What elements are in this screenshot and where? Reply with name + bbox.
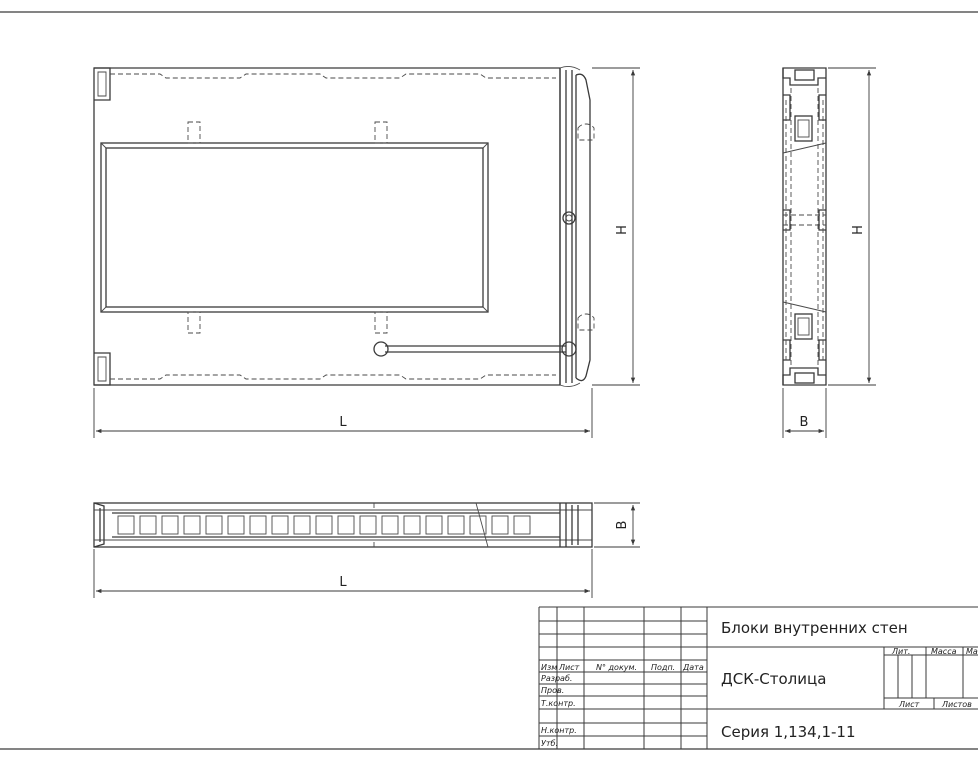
header-col-doc: N° докум.	[596, 663, 637, 672]
plan-view: B L	[93, 502, 640, 598]
stage-label-scale: Ма	[966, 647, 978, 656]
sheet-frame	[0, 11, 978, 750]
sheet-label-listov: Листов	[941, 700, 972, 709]
side-view: H B	[782, 67, 876, 438]
plan-length-label: L	[339, 575, 347, 590]
series-label: Серия 1,134,1-11	[721, 723, 856, 741]
front-height-label: H	[615, 225, 630, 235]
front-length-label: L	[339, 415, 347, 430]
row-label-tkontr: Т.контр.	[541, 699, 576, 708]
stage-label-massa: Масса	[931, 647, 957, 656]
side-width-label: B	[800, 415, 809, 430]
drawing-title: Блоки внутренних стен	[721, 619, 908, 637]
plan-width-label: B	[615, 521, 630, 530]
row-label-razrab: Разраб.	[541, 674, 572, 683]
row-label-utv: Утб.	[541, 739, 558, 748]
header-col-list: Лист	[558, 663, 580, 672]
side-height-label: H	[851, 225, 866, 235]
row-label-prov: Пров.	[541, 686, 564, 695]
stage-label-lit: Лит.	[891, 647, 910, 656]
organization-name: ДСК-Столица	[721, 670, 826, 688]
title-block: Блоки внутренних стен ДСК-Столица Серия …	[538, 606, 978, 749]
row-label-nkontr: Н.контр.	[541, 726, 577, 735]
header-col-date: Дата	[682, 663, 704, 672]
sheet-label-list: Лист	[898, 700, 920, 709]
front-view: H L	[93, 65, 640, 438]
header-col-izm: Изм	[541, 663, 557, 672]
header-col-sign: Подп.	[651, 663, 675, 672]
